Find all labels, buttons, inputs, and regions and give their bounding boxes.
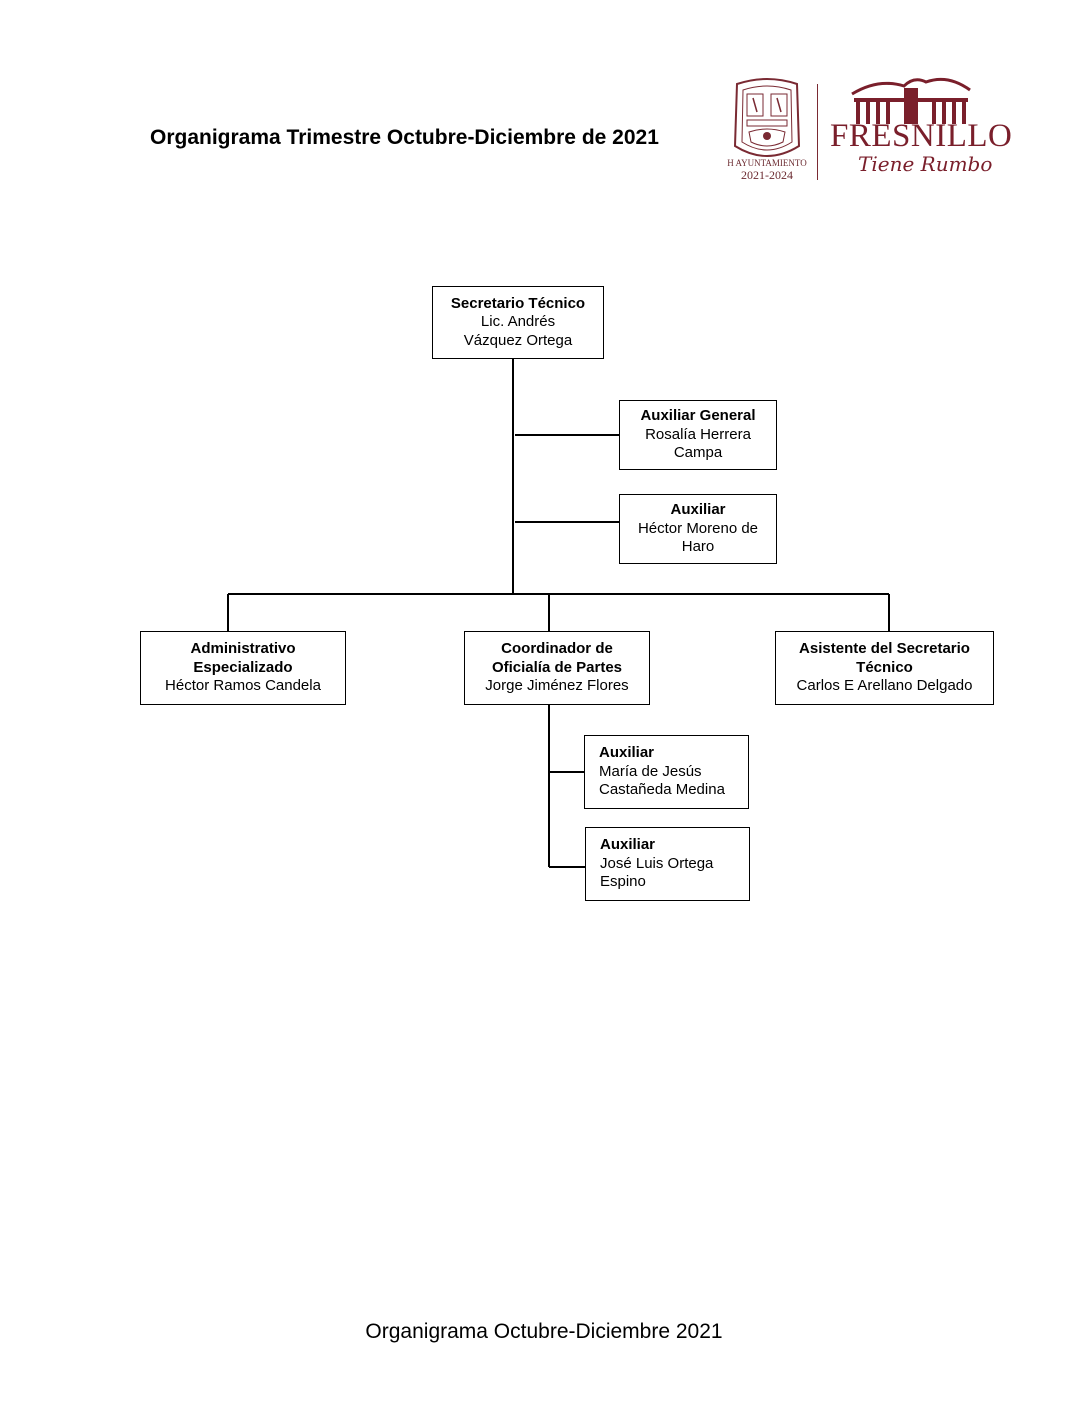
- node-person: Campa: [673, 444, 723, 462]
- node-role: Especializado: [193, 658, 293, 676]
- node-person: Carlos E Arellano Delgado: [796, 677, 973, 695]
- node-role: Coordinador de: [501, 640, 613, 658]
- node-role: Oficialía de Partes: [491, 658, 623, 676]
- seal-caption: H AYUNTAMIENTO: [727, 158, 807, 168]
- node-role: Auxiliar: [599, 744, 655, 762]
- node-person: Espino: [600, 873, 646, 891]
- org-node-asistente: Asistente del Secretario Técnico Carlos …: [775, 631, 994, 705]
- node-person: Vázquez Ortega: [463, 331, 573, 349]
- node-person: José Luis Ortega: [600, 854, 714, 872]
- node-person: María de Jesús: [599, 762, 702, 780]
- node-role: Auxiliar: [670, 501, 726, 519]
- org-node-auxiliar-2: Auxiliar María de Jesús Castañeda Medina: [584, 735, 749, 809]
- org-node-administrativo: Administrativo Especializado Héctor Ramo…: [140, 631, 346, 705]
- city-skyline-icon: [851, 77, 971, 124]
- node-person: Jorge Jiménez Flores: [485, 677, 629, 695]
- node-person: Castañeda Medina: [599, 781, 725, 799]
- brand-tagline: Tiene Rumbo: [858, 152, 993, 176]
- node-role: Administrativo: [190, 640, 296, 658]
- logo-divider: [817, 84, 818, 180]
- node-role: Auxiliar General: [640, 407, 756, 425]
- node-role: Asistente del Secretario: [799, 640, 970, 658]
- org-node-auxiliar-1: Auxiliar Héctor Moreno de Haro: [619, 494, 777, 564]
- node-person: Héctor Ramos Candela: [165, 677, 321, 695]
- page-title: Organigrama Trimestre Octubre-Diciembre …: [150, 126, 659, 149]
- node-role: Técnico: [856, 658, 913, 676]
- node-role: Secretario Técnico: [450, 294, 586, 312]
- seal-years: 2021-2024: [741, 168, 793, 182]
- brand-name: FRESNILLO: [830, 118, 1013, 154]
- org-node-auxiliar-3: Auxiliar José Luis Ortega Espino: [585, 827, 750, 901]
- node-person: Héctor Moreno de: [637, 519, 759, 537]
- node-person: Rosalía Herrera: [645, 425, 751, 443]
- org-node-auxiliar-general: Auxiliar General Rosalía Herrera Campa: [619, 400, 777, 470]
- org-node-secretario-tecnico: Secretario Técnico Lic. Andrés Vázquez O…: [432, 286, 604, 359]
- municipal-seal-icon: [733, 78, 801, 157]
- org-node-coordinador: Coordinador de Oficialía de Partes Jorge…: [464, 631, 650, 705]
- page-footer: Organigrama Octubre-Diciembre 2021: [365, 1320, 723, 1343]
- node-role: Auxiliar: [600, 836, 656, 854]
- node-person: Lic. Andrés: [480, 313, 556, 331]
- node-person: Haro: [681, 538, 715, 556]
